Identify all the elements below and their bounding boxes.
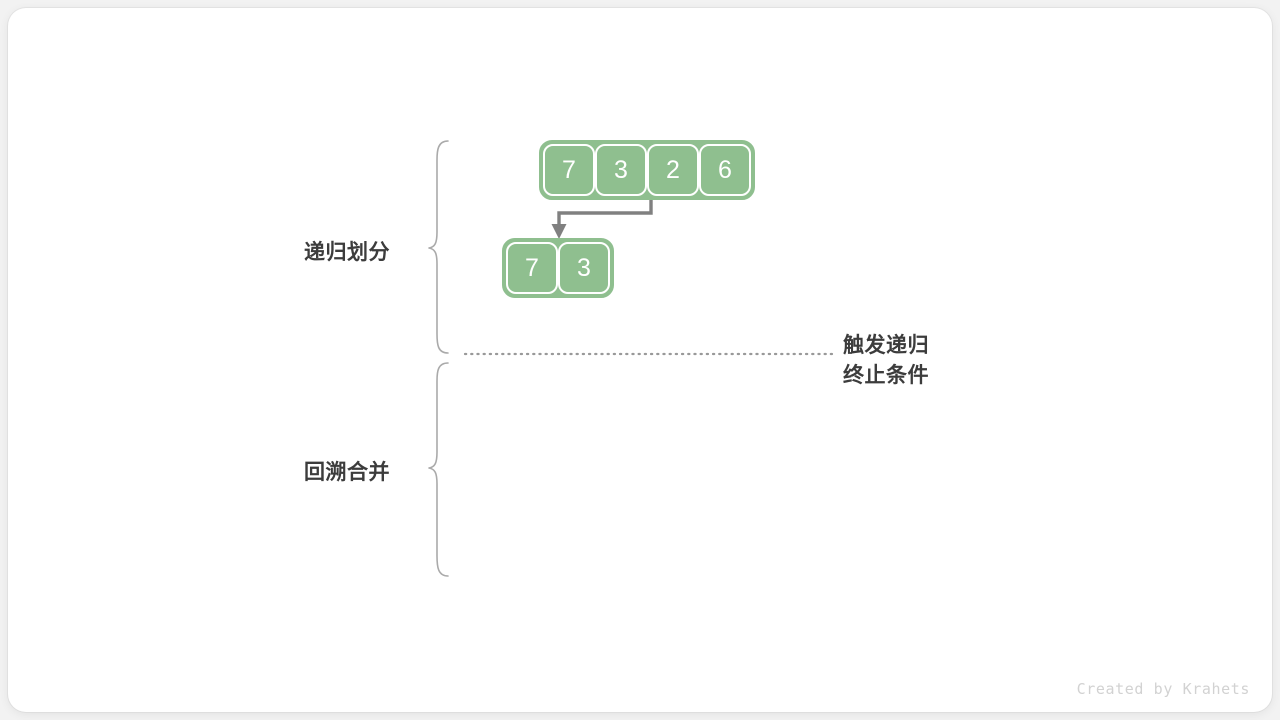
- array-cell: 3: [558, 242, 610, 294]
- root-array: 7 3 2 6: [539, 140, 755, 200]
- diagram-card: [8, 8, 1272, 712]
- array-cell: 7: [506, 242, 558, 294]
- termination-condition-label: 触发递归 终止条件: [843, 331, 929, 391]
- array-cell: 2: [647, 144, 699, 196]
- divide-phase-label: 递归划分: [304, 241, 390, 264]
- array-cell: 7: [543, 144, 595, 196]
- termination-line-2: 终止条件: [843, 364, 929, 387]
- array-cell: 3: [595, 144, 647, 196]
- left-subarray: 7 3: [502, 238, 614, 298]
- termination-line-1: 触发递归: [843, 334, 929, 357]
- merge-phase-label: 回溯合并: [304, 461, 390, 484]
- array-cell: 6: [699, 144, 751, 196]
- credit-text: Created by Krahets: [1076, 680, 1250, 698]
